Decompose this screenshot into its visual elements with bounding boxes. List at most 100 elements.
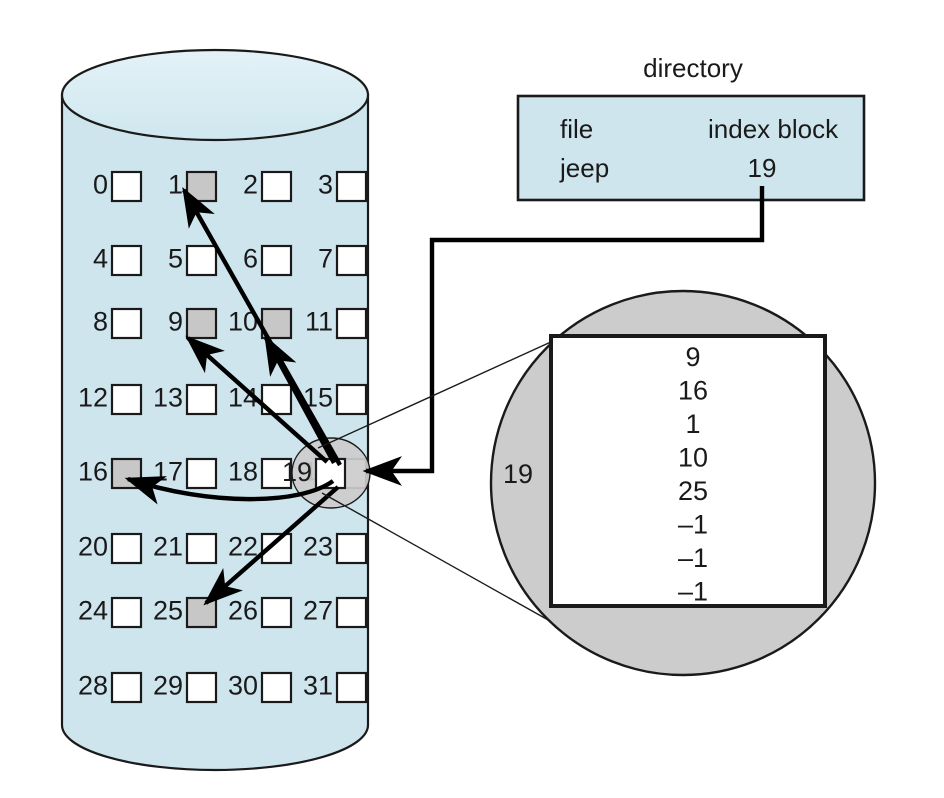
block-label-18: 18 <box>228 457 258 487</box>
block-label-27: 27 <box>303 596 333 626</box>
block-square-11 <box>335 307 368 340</box>
disk-block-4: 4 <box>93 244 143 277</box>
block-square-5 <box>185 244 218 277</box>
directory-header-file: file <box>560 114 593 144</box>
block-square-15 <box>335 383 368 416</box>
block-label-4: 4 <box>93 244 108 274</box>
block-label-25: 25 <box>153 596 183 626</box>
disk-block-27: 27 <box>303 596 368 629</box>
disk-block-6: 6 <box>243 244 293 277</box>
disk-block-0: 0 <box>93 170 143 203</box>
disk-block-23: 23 <box>303 532 368 565</box>
block-square-18 <box>260 457 293 490</box>
block-square-8 <box>110 307 143 340</box>
index-entry-4: 25 <box>678 476 708 506</box>
block-19-overlay: 19 <box>282 457 347 490</box>
block-label-3: 3 <box>318 170 333 200</box>
block-label-2: 2 <box>243 170 258 200</box>
disk-block-29: 29 <box>153 671 218 704</box>
index-entry-3: 10 <box>678 443 708 473</box>
block-square-27 <box>335 596 368 629</box>
disk-block-30: 30 <box>228 671 293 704</box>
block-label-0: 0 <box>93 170 108 200</box>
block-label-21: 21 <box>153 532 183 562</box>
block-label-5: 5 <box>168 244 183 274</box>
block-label-22: 22 <box>228 532 258 562</box>
directory-to-block-connector <box>362 186 765 486</box>
arrow-19-to-block-1 <box>182 186 342 467</box>
block-square-0 <box>110 170 143 203</box>
block-square-25 <box>185 596 218 629</box>
directory-group: directory file jeep index block 19 <box>516 53 866 202</box>
disk-block-10: 10 <box>228 307 293 340</box>
block-label-8: 8 <box>93 307 108 337</box>
block-square-13 <box>185 383 218 416</box>
block-label-30: 30 <box>228 671 258 701</box>
block-square-23 <box>335 532 368 565</box>
index-pointer-arrows <box>124 186 342 606</box>
index-entry-0: 9 <box>685 342 700 372</box>
block-square-7 <box>335 244 368 277</box>
block-label-16: 16 <box>78 457 108 487</box>
block-label-1: 1 <box>168 170 183 200</box>
directory-header-index-block: index block <box>708 114 839 144</box>
disk-block-20: 20 <box>78 532 143 565</box>
disk-block-3: 3 <box>318 170 368 203</box>
block-label-31: 31 <box>303 671 333 701</box>
disk-block-5: 5 <box>168 244 218 277</box>
block-square-28 <box>110 671 143 704</box>
block-label-7: 7 <box>318 244 333 274</box>
block-square-31 <box>335 671 368 704</box>
block-label-26: 26 <box>228 596 258 626</box>
block-square-22 <box>260 532 293 565</box>
block-label-17: 17 <box>153 457 183 487</box>
block-square-2 <box>260 170 293 203</box>
block-square-29 <box>185 671 218 704</box>
disk-block-13: 13 <box>153 383 218 416</box>
block-label-13: 13 <box>153 383 183 413</box>
disk-block-7: 7 <box>318 244 368 277</box>
disk-block-17: 17 <box>153 457 218 490</box>
leader-line-upper <box>317 340 554 449</box>
block-square-21 <box>185 532 218 565</box>
index-entry-6: –1 <box>678 543 708 573</box>
disk-block-28: 28 <box>78 671 143 704</box>
directory-title: directory <box>643 53 743 83</box>
block-label-24: 24 <box>78 596 108 626</box>
disk-block-21: 21 <box>153 532 218 565</box>
block-square-12 <box>110 383 143 416</box>
disk-block-9: 9 <box>168 307 218 340</box>
block-label-9: 9 <box>168 307 183 337</box>
arrow-19-to-block-25 <box>203 485 340 606</box>
block-square-1 <box>185 170 218 203</box>
index-entry-1: 16 <box>678 376 708 406</box>
arrow-19-to-block-10 <box>264 334 336 465</box>
disk-block-11: 11 <box>305 307 368 340</box>
disk-block-31: 31 <box>303 671 368 704</box>
block-square-6 <box>260 244 293 277</box>
leader-line-lower <box>321 492 583 640</box>
directory-cell-index-block: 19 <box>748 153 777 183</box>
disk-block-22: 22 <box>228 532 293 565</box>
directory-cell-file: jeep <box>559 153 609 183</box>
arrow-19-to-block-9 <box>185 335 329 464</box>
block-square-24 <box>110 596 143 629</box>
block-label-6: 6 <box>243 244 258 274</box>
disk-block-12: 12 <box>78 383 143 416</box>
block-label-23: 23 <box>303 532 333 562</box>
block-square-9 <box>185 307 218 340</box>
disk-top-surface <box>60 48 370 142</box>
block-label-20: 20 <box>78 532 108 562</box>
arrow-19-to-block-16 <box>124 476 335 505</box>
block-square-17 <box>185 457 218 490</box>
block-square-20 <box>110 532 143 565</box>
disk-block-18: 18 <box>228 457 293 490</box>
block-square-26 <box>260 596 293 629</box>
disk-block-1: 1 <box>168 170 218 203</box>
disk-block-8: 8 <box>93 307 143 340</box>
magnifier-leader-lines <box>317 340 583 640</box>
